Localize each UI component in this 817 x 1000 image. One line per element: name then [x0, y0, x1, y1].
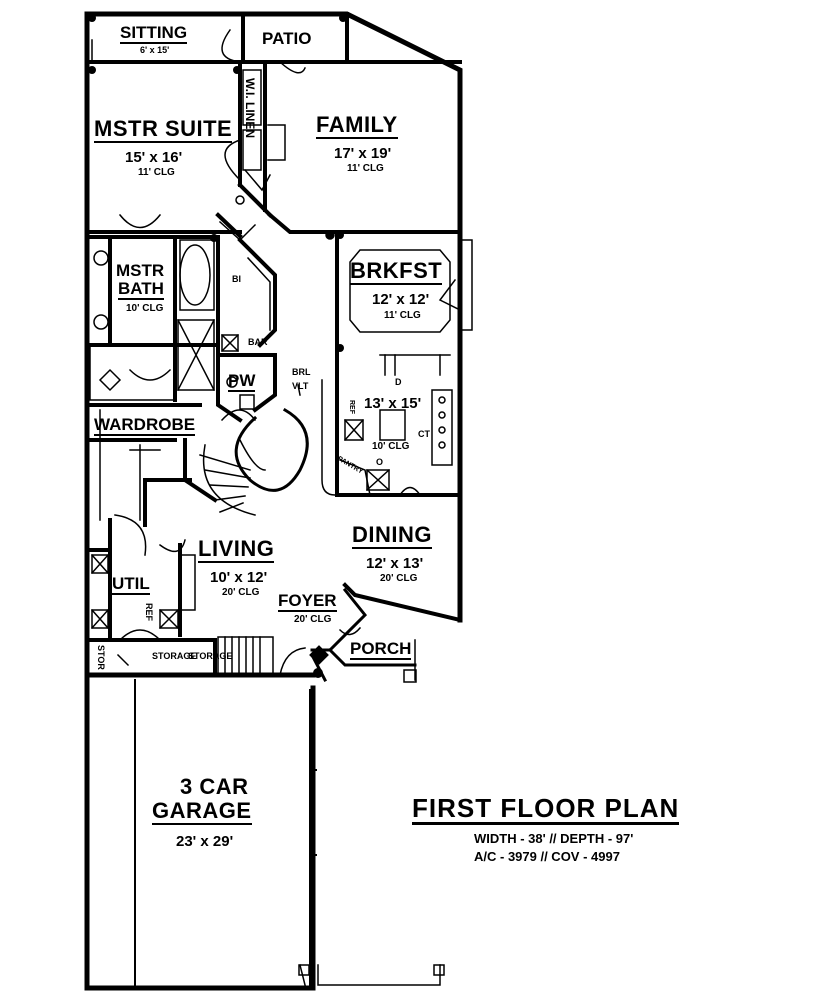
- top-rooms: [85, 12, 462, 64]
- label-brl: BRL: [292, 367, 311, 377]
- room-label-wi-linen: W.I. LINEN: [243, 78, 257, 138]
- label-kitchen-ct: CT: [418, 429, 430, 439]
- room-dims-mstr-suite: 15' x 16': [125, 149, 183, 166]
- room-label-garage-2: GARAGE: [152, 798, 252, 825]
- room-label-brkfst: BRKFST: [350, 258, 443, 285]
- room-label-family: FAMILY: [316, 112, 398, 139]
- label-stor: STOR: [96, 645, 106, 670]
- room-dims-kitchen: 13' x 15': [364, 395, 422, 412]
- room-label-mstr-bath-2: BATH: [118, 279, 164, 300]
- room-label-porch: PORCH: [350, 639, 412, 660]
- label-storage-2: STORAGE: [188, 651, 233, 661]
- room-label-mstr-bath-1: MSTR: [116, 261, 165, 280]
- room-label-wardrobe: WARDROBE: [94, 415, 196, 436]
- room-label-mstr-suite: MSTR SUITE: [94, 116, 233, 143]
- plan-title: FIRST FLOOR PLAN: [412, 793, 680, 825]
- label-kitchen-d: D: [395, 377, 402, 387]
- plan-spec-line-2: A/C - 3979 // COV - 4997: [474, 849, 620, 864]
- room-clg-kitchen: 10' CLG: [372, 441, 410, 452]
- label-bar: BAR: [248, 337, 268, 347]
- room-label-foyer: FOYER: [278, 591, 337, 612]
- room-label-patio: PATIO: [262, 29, 312, 48]
- room-clg-living: 20' CLG: [222, 587, 260, 598]
- room-dims-sitting: 6' x 15': [140, 45, 170, 55]
- room-dims-dining: 12' x 13': [366, 555, 424, 572]
- room-clg-mstr-suite: 11' CLG: [138, 167, 175, 178]
- label-bi: BI: [232, 274, 241, 284]
- room-clg-mstr-bath: 10' CLG: [126, 303, 164, 314]
- label-kitchen-ref: REF: [348, 400, 355, 414]
- room-dims-garage: 23' x 29': [176, 833, 234, 850]
- label-kitchen-o: O: [376, 457, 384, 467]
- room-dims-living: 10' x 12': [210, 569, 268, 586]
- room-clg-family: 11' CLG: [347, 163, 384, 174]
- label-vlt: VLT: [292, 381, 309, 391]
- room-label-sitting: SITTING: [120, 23, 188, 44]
- label-ref-util: REF: [144, 603, 154, 621]
- room-clg-foyer: 20' CLG: [294, 614, 332, 625]
- room-label-garage-1: 3 CAR: [180, 774, 249, 799]
- room-dims-brkfst: 12' x 12': [372, 291, 430, 308]
- room-clg-brkfst: 11' CLG: [384, 310, 421, 321]
- plan-spec-line-1: WIDTH - 38' // DEPTH - 97': [474, 831, 634, 846]
- room-label-living: LIVING: [198, 536, 275, 563]
- room-label-pw: PW: [228, 371, 256, 392]
- room-label-util: UTIL: [112, 574, 150, 595]
- room-dims-family: 17' x 19': [334, 145, 392, 162]
- room-clg-dining: 20' CLG: [380, 573, 418, 584]
- column-markers: [88, 14, 347, 678]
- room-label-dining: DINING: [352, 522, 432, 549]
- label-storage: STORAGE: [152, 651, 197, 661]
